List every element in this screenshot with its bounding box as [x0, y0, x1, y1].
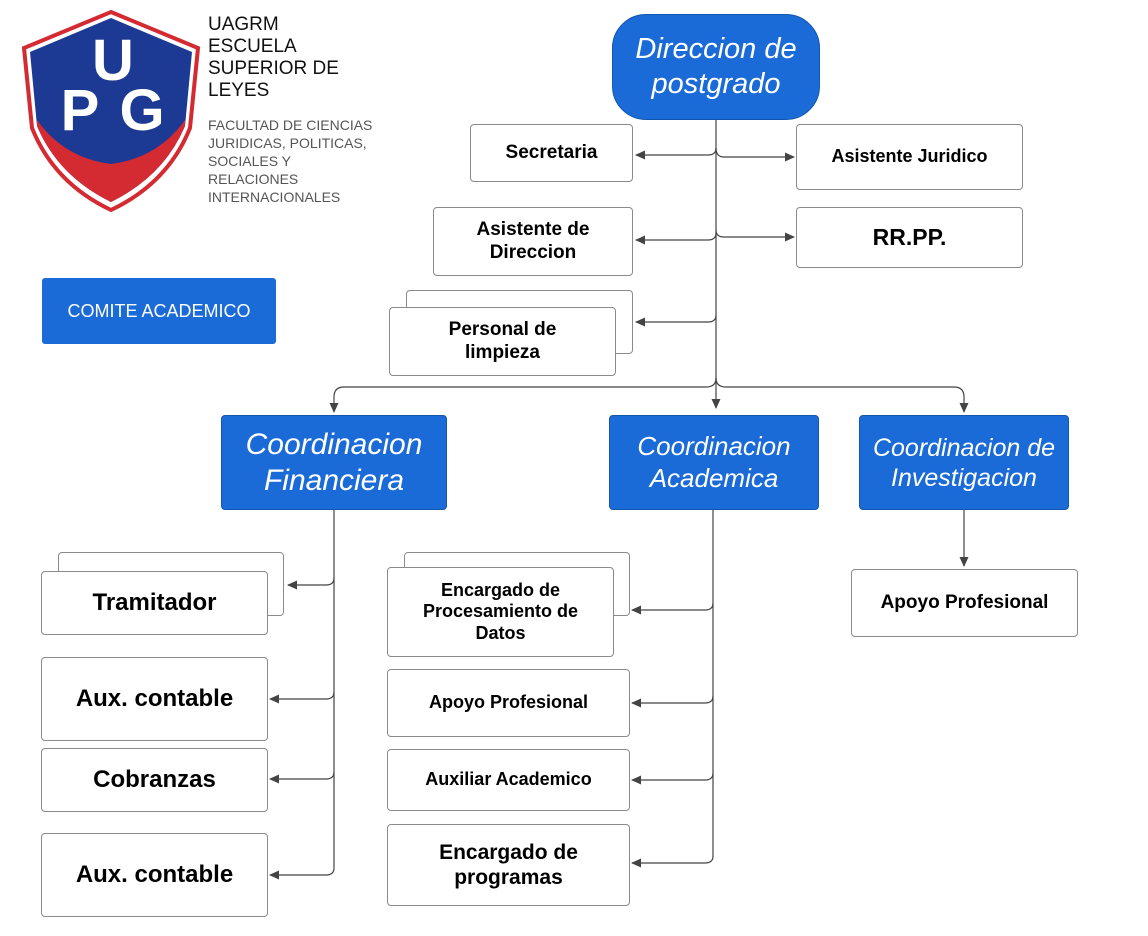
title-line: LEYES — [208, 80, 270, 101]
arrow-to-secretaria — [635, 147, 717, 160]
arrow-to-cobranzas — [269, 771, 335, 784]
node-aux-contable-1: Aux. contable — [41, 657, 268, 741]
node-line: limpieza — [465, 341, 540, 363]
node-coordinacion-academica: Coordinacion Academica — [609, 415, 819, 510]
node-coordinacion-financiera: Coordinacion Financiera — [221, 415, 447, 510]
node-apoyo-profesional-academica: Apoyo Profesional — [387, 669, 630, 737]
arrow-to-personal-limpieza — [635, 314, 717, 327]
arrow-to-encargado-programas — [631, 855, 714, 868]
node-line: Apoyo Profesional — [428, 692, 589, 713]
comite-label: COMITE ACADEMICO — [67, 300, 251, 321]
arrow-to-apoyo-profesional-academica — [631, 695, 714, 708]
node-line: programas — [454, 866, 563, 889]
node-secretaria: Secretaria — [470, 124, 633, 182]
node-procesamiento-datos: Encargado de Procesamiento de Datos — [387, 567, 614, 657]
logo-letter-g: G — [119, 78, 164, 143]
title-line: UAGRM — [208, 14, 279, 35]
node-line: Coordinacion — [637, 431, 791, 462]
node-line: Tramitador — [92, 588, 217, 616]
node-line: postgrado — [651, 68, 781, 100]
node-line: Asistente de — [476, 218, 590, 240]
node-line: Coordinacion — [245, 427, 423, 461]
upg-logo: U P G — [21, 9, 201, 213]
node-tramitador: Tramitador — [41, 571, 268, 635]
node-rrpp: RR.PP. — [796, 207, 1023, 268]
node-line: Academica — [649, 462, 779, 493]
node-line: Apoyo Profesional — [880, 591, 1049, 613]
arrow-to-rrpp — [715, 229, 795, 242]
faculty-line: FACULTAD DE CIENCIAS — [208, 117, 373, 133]
arrow-to-asistente-juridico — [715, 147, 795, 162]
node-personal-limpieza: Personal de limpieza — [389, 307, 616, 376]
logo-band — [37, 120, 185, 202]
node-line: Aux. contable — [75, 860, 234, 888]
faculty-line: JURIDICAS, POLITICAS, — [208, 135, 367, 151]
node-line: Personal de — [448, 318, 557, 340]
arrow-to-coord-financiera — [329, 377, 717, 413]
node-line: Auxiliar Academico — [425, 769, 592, 790]
faculty-line: INTERNACIONALES — [208, 189, 341, 205]
institution-title: UAGRM ESCUELA SUPERIOR DE LEYES — [208, 14, 372, 102]
institution-header: UAGRM ESCUELA SUPERIOR DE LEYES FACULTAD… — [208, 14, 372, 206]
node-line: RR.PP. — [872, 223, 947, 250]
node-asistente-juridico: Asistente Juridico — [796, 124, 1023, 190]
node-line: Encargado de — [440, 579, 561, 600]
node-coordinacion-investigacion: Coordinacion de Investigacion — [859, 415, 1069, 510]
node-line: Asistente Juridico — [831, 146, 988, 167]
comite-academico-box: COMITE ACADEMICO — [42, 278, 276, 344]
faculty-line: SOCIALES Y — [208, 153, 292, 169]
node-line: Encargado de — [439, 840, 578, 864]
arrow-to-auxiliar-academico — [631, 772, 714, 785]
logo-letter-p: P — [61, 78, 100, 143]
faculty-line: RELACIONES — [208, 171, 299, 187]
node-line: Aux. contable — [75, 684, 234, 712]
logo-letter-u: U — [92, 28, 134, 93]
arrow-to-tramitador — [287, 577, 335, 590]
arrow-to-aux-contable-1 — [269, 691, 335, 704]
node-line: Procesamiento de — [422, 601, 579, 622]
node-auxiliar-academico: Auxiliar Academico — [387, 749, 630, 811]
node-asistente-direccion: Asistente de Direccion — [433, 207, 633, 276]
node-line: Financiera — [263, 463, 405, 497]
node-line: Secretaria — [505, 141, 598, 163]
node-cobranzas: Cobranzas — [41, 748, 268, 812]
node-line: Cobranzas — [93, 765, 216, 793]
title-line: ESCUELA — [208, 36, 297, 57]
node-line: Direccion — [489, 241, 577, 263]
node-line: Direccion de — [635, 33, 797, 66]
node-encargado-programas: Encargado de programas — [387, 824, 630, 906]
arrow-to-procesamiento-datos — [631, 602, 714, 615]
node-line: Investigacion — [891, 463, 1037, 492]
title-line: SUPERIOR DE — [208, 58, 339, 79]
node-line: Datos — [475, 622, 526, 643]
node-direccion-postgrado: Direccion de postgrado — [612, 14, 820, 120]
arrow-to-asistente-direccion — [635, 232, 717, 245]
faculty-name: FACULTAD DE CIENCIAS JURIDICAS, POLITICA… — [208, 116, 372, 206]
node-line: Coordinacion de — [872, 433, 1056, 462]
node-aux-contable-2: Aux. contable — [41, 833, 268, 917]
arrow-to-aux-contable-2 — [269, 867, 335, 880]
arrow-to-coord-investigacion — [715, 377, 969, 413]
node-apoyo-profesional-investigacion: Apoyo Profesional — [851, 569, 1078, 637]
